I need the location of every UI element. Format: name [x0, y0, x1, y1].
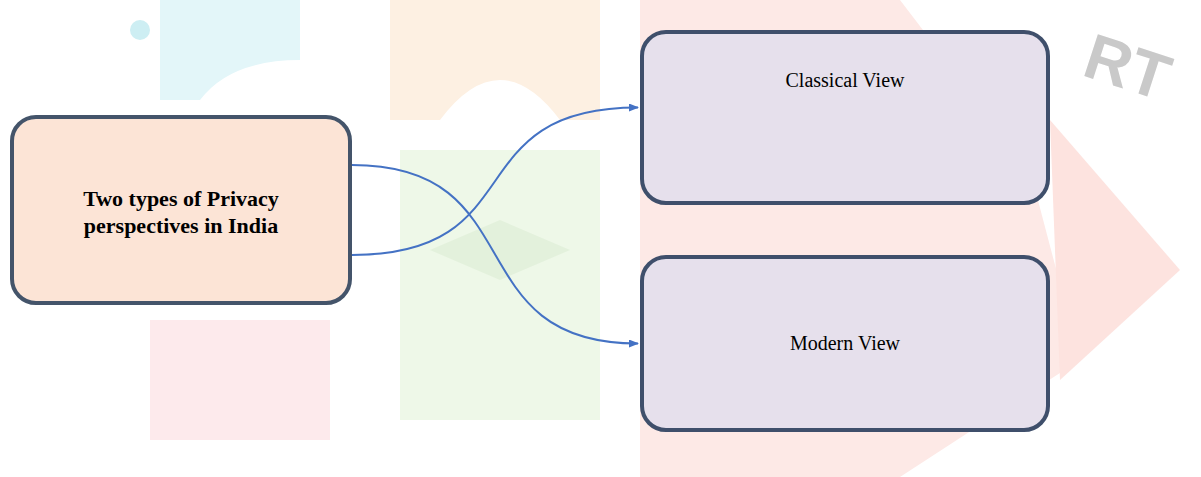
box-text: Two types of Privacy perspectives in Ind…: [66, 185, 296, 240]
watermark-shape: [400, 150, 600, 420]
watermark-shape: [390, 0, 600, 120]
box-text: Classical View: [786, 68, 905, 93]
watermark-shape: [640, 0, 1080, 477]
connector-arrow: [352, 165, 638, 344]
root-box: Two types of Privacy perspectives in Ind…: [10, 115, 352, 305]
view-box: Classical View: [640, 30, 1050, 205]
watermark-shape: [150, 320, 330, 440]
view-box: Modern View: [640, 255, 1050, 432]
box-text: Modern View: [790, 331, 900, 356]
connector-arrow: [352, 108, 638, 256]
watermark-shape: [130, 20, 150, 40]
watermark-shape: [1050, 120, 1180, 380]
watermark-shape: [160, 0, 300, 100]
watermark-text: RT: [1076, 19, 1180, 116]
